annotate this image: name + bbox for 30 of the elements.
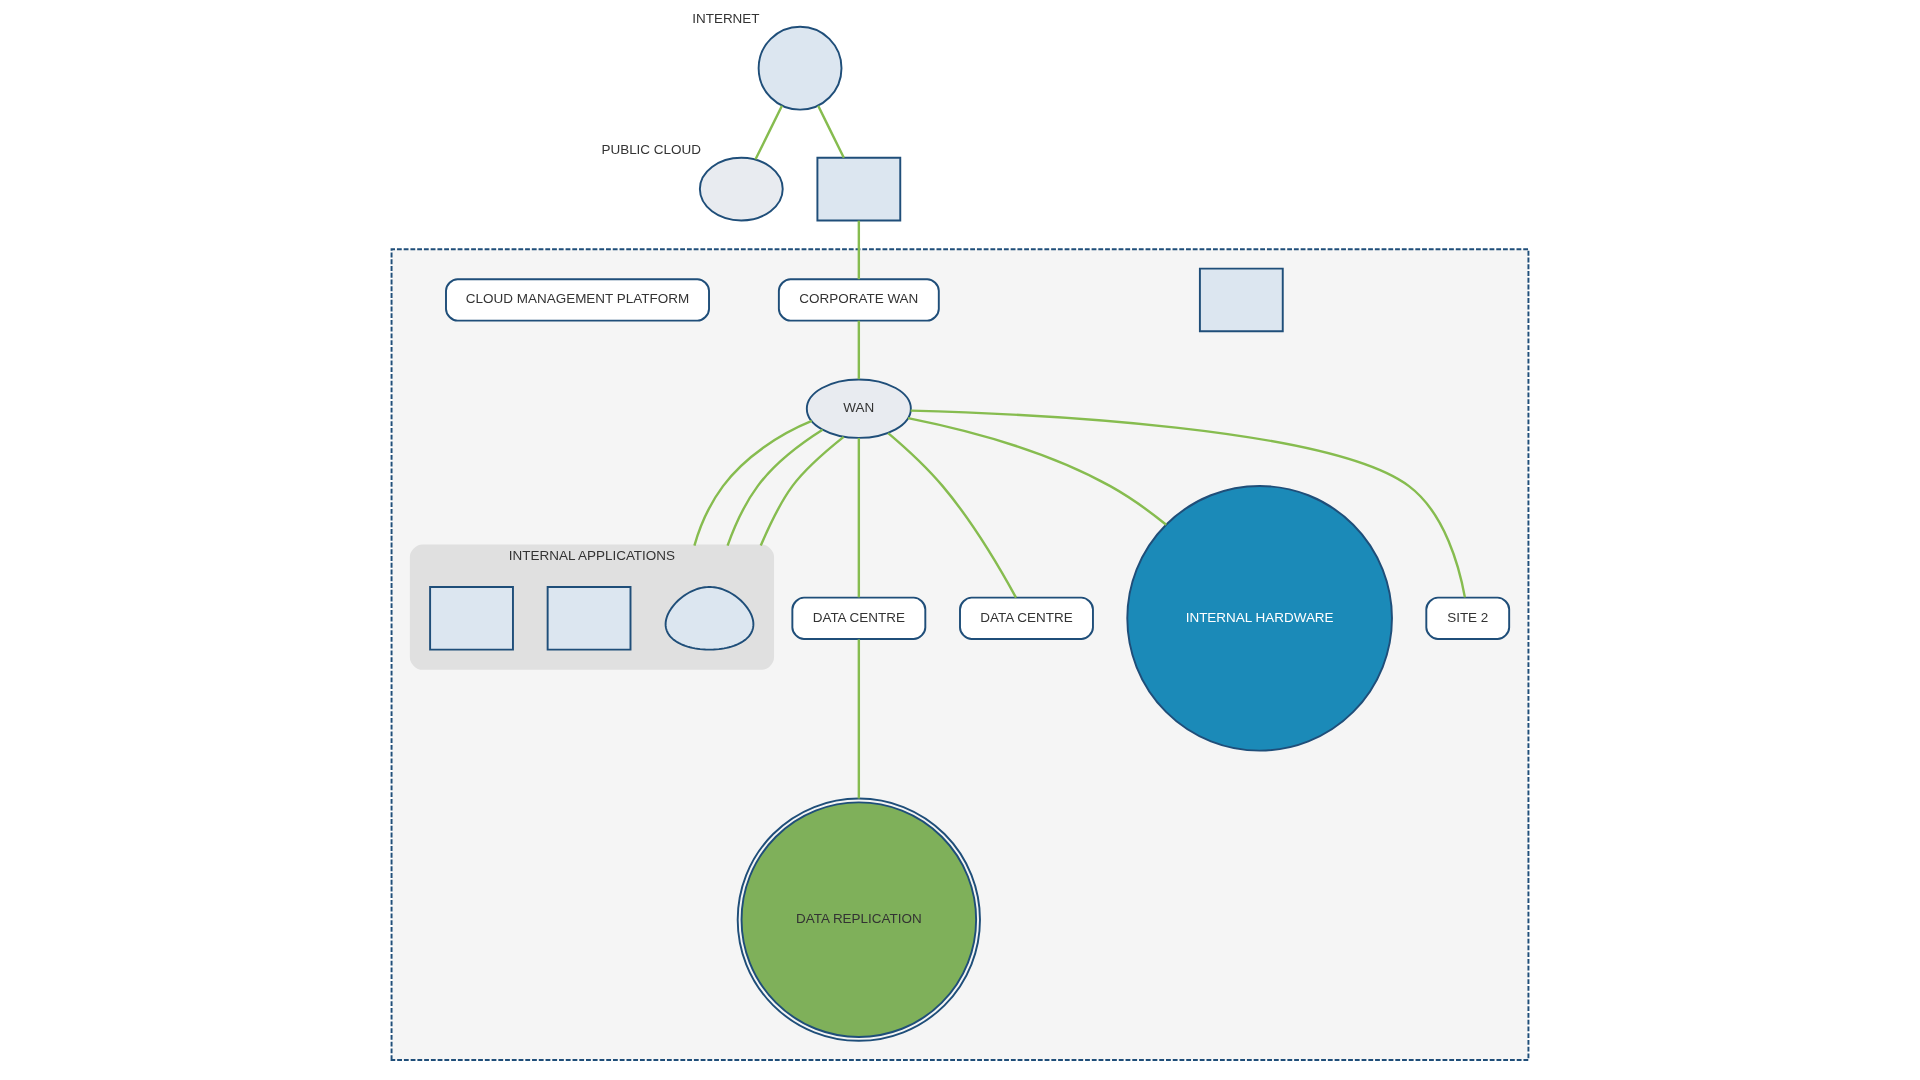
- connector: [887, 432, 1018, 599]
- node-box: [816, 156, 902, 222]
- node-cloud: [698, 156, 784, 222]
- node-circle: [757, 25, 843, 111]
- node-box: CORPORATE WAN: [777, 278, 940, 322]
- connector: [857, 438, 861, 598]
- node-person: [664, 586, 755, 651]
- connector: [693, 419, 813, 546]
- node-box: DATA CENTRE: [791, 596, 927, 640]
- connector: [817, 105, 845, 159]
- node-box: CLOUD MANAGEMENT PLATFORM: [445, 278, 710, 322]
- cluster: [390, 248, 1530, 1061]
- node-box: DATA CENTRE: [959, 596, 1094, 640]
- connector: [857, 320, 861, 380]
- node-box: SITE 2: [1425, 596, 1511, 640]
- connector: [910, 409, 1467, 598]
- node-circle: INTERNAL HARDWARE: [1126, 485, 1393, 752]
- node-label: INTERNET: [692, 11, 760, 27]
- connector: [857, 639, 861, 799]
- connector: [907, 417, 1167, 526]
- connector: [754, 105, 784, 160]
- node-box: [429, 586, 514, 651]
- connector: [759, 435, 845, 547]
- cluster: INTERNAL APPLICATIONS: [409, 544, 775, 670]
- node-label: PUBLIC CLOUD: [601, 142, 701, 158]
- node-box: [546, 586, 632, 651]
- node-ellipse: WAN: [805, 378, 912, 439]
- node-box: [1198, 267, 1284, 333]
- connector: [726, 428, 824, 546]
- connector: [857, 220, 861, 280]
